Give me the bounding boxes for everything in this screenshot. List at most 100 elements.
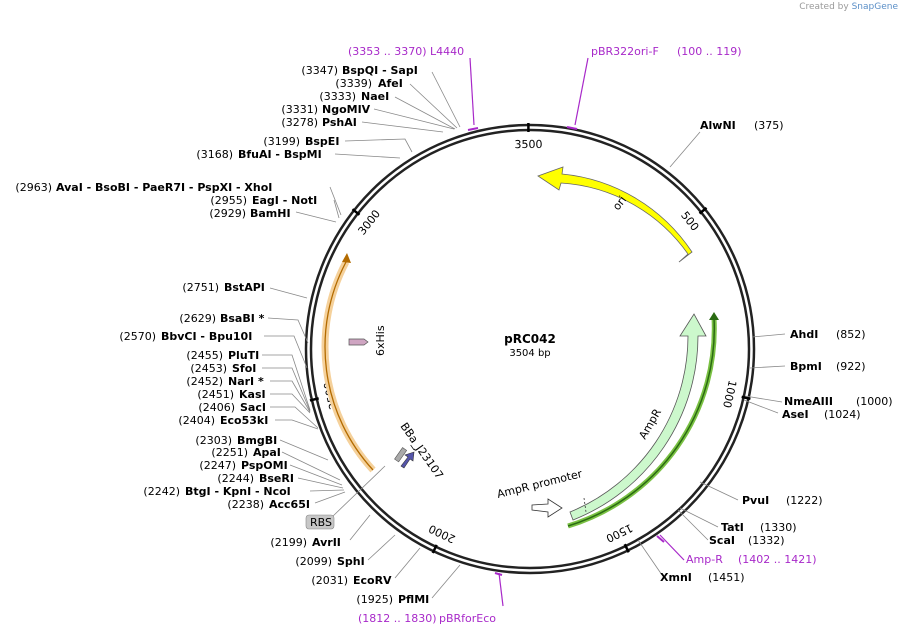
right-site-labels: AlwNI (375) AhdI (852) BpmI (922) NmeAII… — [660, 119, 893, 584]
site-pos: (922) — [836, 360, 866, 373]
site-pos: (2404) — [178, 414, 215, 427]
site-pos: (2570) — [119, 330, 156, 343]
site-pos: (2929) — [209, 207, 246, 220]
site-name[interactable]: BspEI — [305, 135, 339, 148]
site-name[interactable]: PshAI — [322, 116, 357, 129]
site-pos: (2303) — [195, 434, 232, 447]
site-name[interactable]: EcoRV — [353, 574, 392, 587]
site-pos: (2247) — [199, 459, 236, 472]
site-name[interactable]: NmeAIII — [784, 395, 833, 408]
rbs-badge[interactable] — [305, 514, 335, 530]
site-name[interactable]: BspQI - SapI — [342, 64, 418, 77]
site-name[interactable]: PvuI — [742, 494, 769, 507]
tick-label: 1500 — [604, 521, 635, 545]
site-name[interactable]: BstAPI — [224, 281, 265, 294]
site-name[interactable]: SacI — [240, 401, 266, 414]
ampr-cds-arrowhead — [709, 312, 719, 320]
site-pos: (3168) — [196, 148, 233, 161]
site-name[interactable]: NaeI — [361, 90, 389, 103]
site-name[interactable]: AlwNI — [700, 119, 736, 132]
site-name[interactable]: PflMI — [398, 593, 429, 606]
rbs-label: RBS — [310, 516, 332, 529]
site-name[interactable]: BamHI — [250, 207, 291, 220]
site-pos: (1330) — [760, 521, 797, 534]
primer-marks — [467, 57, 685, 607]
site-name[interactable]: AvaI - BsoBI - PaeR7I - PspXI - XhoI — [56, 181, 272, 194]
tick-label: 1000 — [720, 379, 739, 409]
rbs-pointer — [331, 465, 386, 518]
site-name[interactable]: AseI — [782, 408, 809, 421]
site-pos: (1024) — [824, 408, 861, 421]
tick-mark — [351, 208, 361, 216]
primer-range: (3353 .. 3370) — [348, 45, 427, 58]
site-name[interactable]: PspOMI — [241, 459, 288, 472]
site-pos: (2099) — [295, 555, 332, 568]
plasmid-size: 3504 bp — [509, 348, 550, 359]
site-name[interactable]: Eco53kI — [220, 414, 268, 427]
site-name[interactable]: XmnI — [660, 571, 692, 584]
site-name[interactable]: BsaBI * — [220, 312, 265, 325]
bba-box — [394, 447, 408, 463]
site-pos: (3278) — [281, 116, 318, 129]
site-name[interactable]: NarI * — [228, 375, 264, 388]
site-pos: (3339) — [335, 77, 372, 90]
site-name[interactable]: BfuAI - BspMI — [238, 148, 322, 161]
his-tag-feature[interactable] — [348, 338, 369, 346]
site-name[interactable]: ScaI — [709, 534, 735, 547]
left-cds-arrowhead — [342, 253, 351, 263]
site-name[interactable]: NgoMIV — [322, 103, 371, 116]
backbone-inner — [309, 128, 751, 570]
site-name[interactable]: AfeI — [378, 77, 403, 90]
primer-range: (1812 .. 1830) — [358, 612, 437, 625]
site-name[interactable]: EagI - NotI — [252, 194, 317, 207]
brand-text: SnapGene — [851, 2, 898, 12]
ori-feature[interactable] — [537, 166, 693, 263]
primer-name[interactable]: pBRforEco — [439, 612, 496, 625]
site-name[interactable]: BtgI - KpnI - NcoI — [185, 485, 291, 498]
site-name[interactable]: AvrII — [312, 536, 341, 549]
tick-mark — [431, 544, 438, 554]
site-name[interactable]: SphI — [337, 555, 365, 568]
ampr-promoter-feature[interactable] — [531, 498, 563, 518]
site-pos: (2629) — [179, 312, 216, 325]
tick-mark — [698, 206, 708, 215]
site-name[interactable]: TatI — [721, 521, 744, 534]
site-pos: (2406) — [198, 401, 235, 414]
site-pos: (3331) — [281, 103, 318, 116]
tick-label: 3500 — [514, 138, 542, 151]
ampr-feature[interactable] — [569, 313, 707, 521]
site-name[interactable]: BbvCI - Bpu10I — [161, 330, 252, 343]
tick-label: 2000 — [427, 522, 458, 546]
site-name[interactable]: BseRI — [259, 472, 294, 485]
site-name[interactable]: AhdI — [790, 328, 818, 341]
site-name[interactable]: KasI — [239, 388, 266, 401]
site-pos: (2244) — [217, 472, 254, 485]
site-name[interactable]: Acc65I — [269, 498, 310, 511]
site-name[interactable]: ApaI — [253, 446, 281, 459]
left-site-labels: (3347) BspQI - SapI (3339) AfeI (3333) N… — [15, 64, 429, 606]
site-pos: (1222) — [786, 494, 823, 507]
site-pos: (2451) — [197, 388, 234, 401]
site-name[interactable]: BpmI — [790, 360, 822, 373]
primer-name[interactable]: Amp-R — [686, 553, 723, 566]
tick-mark — [623, 543, 630, 553]
primer-range: (1402 .. 1421) — [738, 553, 817, 566]
site-pos: (2455) — [186, 349, 223, 362]
site-pos: (852) — [836, 328, 866, 341]
site-pos: (2751) — [182, 281, 219, 294]
plasmid-name: pRC042 — [504, 332, 556, 346]
site-pos: (3199) — [263, 135, 300, 148]
site-pos: (1925) — [356, 593, 393, 606]
ampr-promoter-label: AmpR promoter — [496, 467, 584, 501]
site-name[interactable]: PluTI — [228, 349, 259, 362]
site-pos: (3347) — [301, 64, 338, 77]
primer-name[interactable]: L4440 — [430, 45, 464, 58]
site-pos: (2242) — [143, 485, 180, 498]
bba-promoter-feature[interactable] — [400, 451, 415, 469]
site-name[interactable]: BmgBI — [237, 434, 277, 447]
site-pos: (2199) — [270, 536, 307, 549]
primer-name[interactable]: pBR322ori-F — [591, 45, 659, 58]
site-name[interactable]: SfoI — [232, 362, 256, 375]
site-pos: (1451) — [708, 571, 745, 584]
